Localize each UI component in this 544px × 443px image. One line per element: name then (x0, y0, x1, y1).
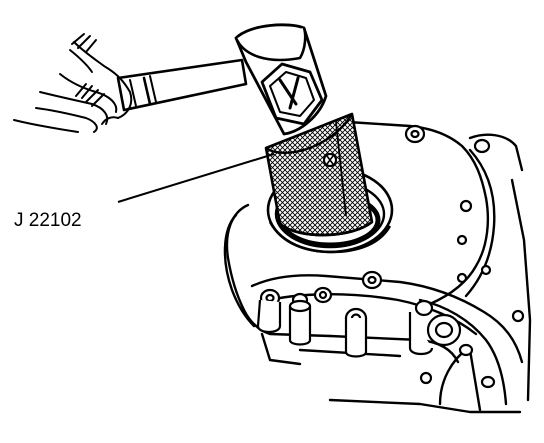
housing-posts (256, 299, 434, 358)
callout: J 22102 (14, 153, 275, 231)
tool-label: J 22102 (14, 210, 82, 231)
seal-installer-tool (264, 112, 374, 237)
callout-leader-line (117, 153, 275, 203)
hand (13, 33, 133, 133)
hammer (116, 23, 328, 136)
